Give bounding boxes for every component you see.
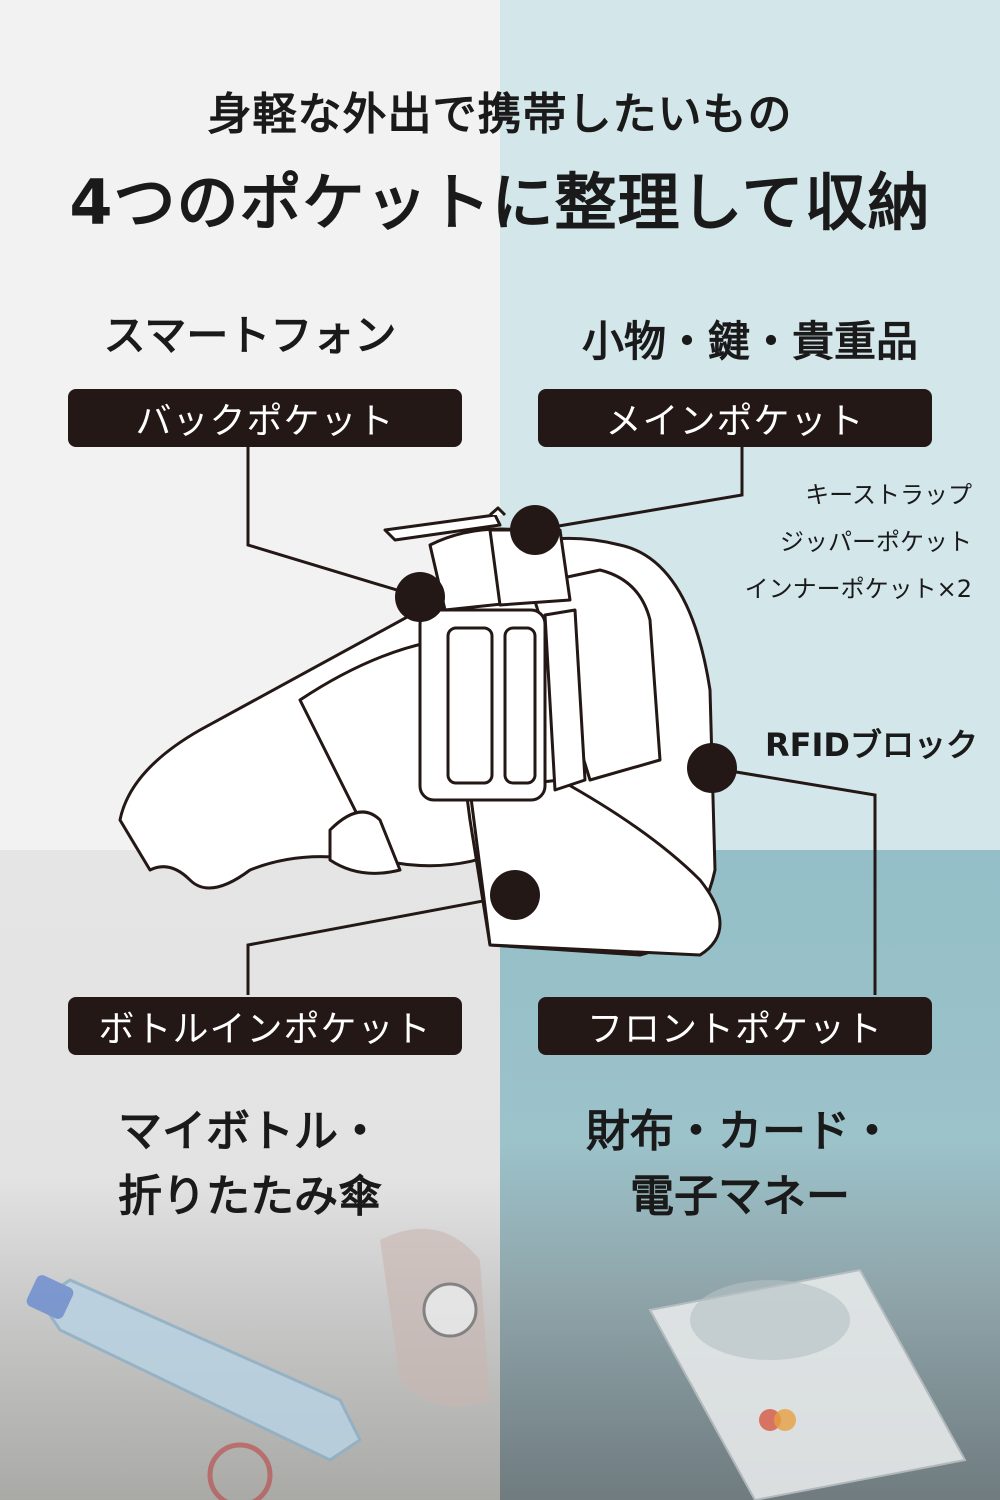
rfid-label: RFIDブロック (765, 726, 978, 764)
main-pocket-item: 小物・鍵・貴重品 (581, 317, 918, 366)
card-photo (648, 1268, 967, 1500)
bottle-pocket-tag: ボトルインポケット (68, 997, 462, 1055)
front-pocket-tag: フロントポケット (538, 997, 932, 1055)
bottle-pocket-item-line2: 折りたたみ傘 (118, 1171, 382, 1222)
subtitle: 身軽な外出で携帯したいもの (207, 89, 793, 140)
waist-bag-drawing (118, 506, 722, 957)
connector-lines (246, 446, 877, 995)
main-pocket-feature-inner: インナーポケット×2 (744, 575, 972, 603)
back-pocket-tag: バックポケット (68, 389, 462, 447)
bottle-pocket-item-line1: マイボトル・ (118, 1106, 382, 1157)
bottle-photo (26, 1228, 490, 1500)
marker-rfid (687, 743, 737, 793)
pocket-markers (395, 505, 737, 920)
marker-back-pocket (395, 572, 445, 622)
front-pocket-item-line2: 電子マネー (630, 1171, 850, 1222)
marker-main-pocket (510, 505, 560, 555)
marker-bottle-pocket (490, 870, 540, 920)
main-pocket-feature-zipper: ジッパーポケット (780, 528, 972, 556)
back-pocket-item: スマートフォン (103, 311, 397, 360)
main-pocket-tag: メインポケット (538, 389, 932, 447)
page-title: 4つのポケットに整理して収納 (69, 166, 931, 239)
front-pocket-item-line1: 財布・カード・ (586, 1106, 894, 1157)
main-pocket-feature-key-strap: キーストラップ (805, 481, 972, 509)
